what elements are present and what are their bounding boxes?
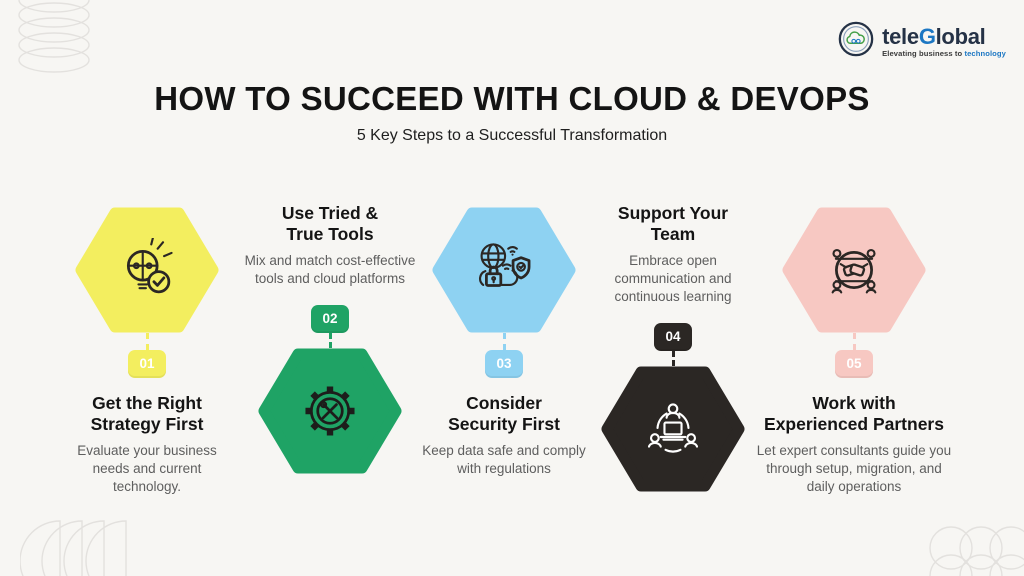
brand-logo: teleGlobal Elevating business to technol… xyxy=(837,20,1006,63)
step-4: Support Your Team Embrace open communica… xyxy=(583,0,763,576)
step-number-badge: 03 xyxy=(485,350,523,378)
hexagon-shape xyxy=(781,207,927,333)
step-description: Evaluate your business needs and current… xyxy=(77,443,217,495)
step-title: Get the Right Strategy First xyxy=(90,393,204,434)
team-collaboration-icon xyxy=(647,403,699,453)
cloud-security-icon xyxy=(479,243,531,287)
step-5: 05 Work with Experienced Partners Let ex… xyxy=(749,0,959,576)
logo-text: teleGlobal Elevating business to technol… xyxy=(882,23,1006,58)
gear-tools-icon xyxy=(305,386,355,436)
step-number-badge: 04 xyxy=(654,323,692,352)
step-2: Use Tried & True Tools Mix and match cos… xyxy=(240,0,420,576)
step-description: Mix and match cost-effective tools and c… xyxy=(244,253,416,287)
step-1: 01 Get the Right Strategy First Evaluate… xyxy=(57,0,237,576)
hexagon-shape xyxy=(431,207,577,333)
step-description: Keep data safe and comply with regulatio… xyxy=(422,443,586,477)
hexagon-shape xyxy=(257,348,403,474)
header: HOW TO SUCCEED WITH CLOUD & DEVOPS 5 Key… xyxy=(0,80,1024,145)
step-title: Support Your Team xyxy=(617,203,729,244)
step-3: 03 Consider Security First Keep data saf… xyxy=(414,0,594,576)
dashed-connector xyxy=(502,333,506,350)
brand-tagline: Elevating business to technology xyxy=(882,48,1006,58)
step-title: Consider Security First xyxy=(448,393,560,434)
step-title: Use Tried & True Tools xyxy=(281,203,379,244)
brand-name: teleGlobal xyxy=(882,23,986,49)
step-description: Embrace open communication and continuou… xyxy=(614,253,732,305)
dashed-connector xyxy=(671,351,675,367)
step-number-badge: 02 xyxy=(311,305,349,334)
step-title: Work with Experienced Partners xyxy=(764,393,944,434)
dashed-connector xyxy=(328,333,332,349)
step-number-badge: 01 xyxy=(128,350,166,378)
teleglobal-cloud-logo-icon xyxy=(837,20,875,63)
dashed-connector xyxy=(145,333,149,350)
partnership-handshake-icon xyxy=(831,248,877,294)
step-number-badge: 05 xyxy=(835,350,873,378)
dashed-connector xyxy=(852,333,856,350)
page-subtitle: 5 Key Steps to a Successful Transformati… xyxy=(356,127,668,144)
page-title: HOW TO SUCCEED WITH CLOUD & DEVOPS xyxy=(154,80,870,117)
hexagon-shape xyxy=(74,207,220,333)
hexagon-shape xyxy=(600,366,746,492)
strategy-puzzle-check-icon xyxy=(126,238,173,294)
step-description: Let expert consultants guide you through… xyxy=(756,443,952,495)
